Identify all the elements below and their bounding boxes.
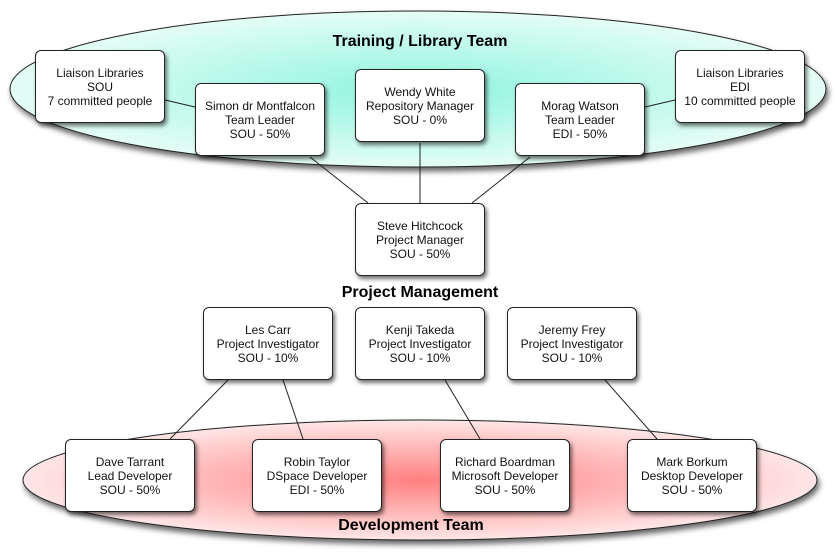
- node-affiliation: SOU - 10%: [237, 350, 299, 365]
- node-affiliation: 7 committed people: [47, 93, 153, 108]
- node-role: Team Leader: [224, 112, 296, 127]
- node-role: Lead Developer: [87, 468, 173, 483]
- node-name: Liaison Libraries: [56, 65, 144, 80]
- project-management-label: Project Management: [341, 284, 499, 301]
- edge-liaison-sou-simon: [164, 99, 196, 108]
- node-name: Dave Tarrant: [95, 454, 165, 469]
- edge-jeremy-mark: [604, 379, 658, 440]
- node-role: Project Manager: [375, 232, 465, 247]
- node-role: Project Investigator: [520, 336, 624, 351]
- node-name: Les Carr: [244, 322, 291, 337]
- node-affiliation: SOU - 50%: [389, 246, 451, 261]
- node-affiliation: SOU - 0%: [392, 112, 447, 127]
- development-team-label: Development Team: [338, 517, 484, 534]
- node-role: Project Investigator: [216, 336, 320, 351]
- node-affiliation: SOU - 10%: [541, 350, 603, 365]
- node-name: Simon dr Montfalcon: [204, 98, 316, 113]
- node-name: Kenji Takeda: [385, 322, 455, 337]
- node-name: Wendy White: [384, 84, 456, 99]
- node-affiliation: SOU - 10%: [389, 350, 451, 365]
- training-team-label: Training / Library Team: [332, 33, 508, 50]
- node-name: Mark Borkum: [656, 454, 728, 469]
- edge-les-dave: [169, 379, 229, 440]
- node-role: Project Investigator: [368, 336, 472, 351]
- node-role: Desktop Developer: [640, 468, 744, 483]
- edge-kenji-richard: [444, 379, 481, 440]
- node-affiliation: SOU - 50%: [661, 482, 723, 497]
- edge-simon-steve: [309, 156, 369, 204]
- node-affiliation: EDI - 50%: [289, 482, 345, 497]
- node-role: DSpace Developer: [266, 468, 368, 483]
- development-team-ellipse: [22, 419, 818, 541]
- node-name: Steve Hitchcock: [376, 218, 464, 233]
- node-role: Team Leader: [544, 112, 616, 127]
- node-name: Jeremy Frey: [538, 322, 606, 337]
- node-affiliation: SOU - 50%: [229, 126, 291, 141]
- node-name: Liaison Libraries: [696, 65, 784, 80]
- node-role: EDI: [729, 79, 750, 94]
- node-affiliation: EDI - 50%: [552, 126, 608, 141]
- node-affiliation: SOU - 50%: [474, 482, 536, 497]
- edge-liaison-edi-morag: [644, 99, 676, 108]
- node-affiliation: 10 committed people: [684, 93, 796, 108]
- node-name: Robin Taylor: [283, 454, 351, 469]
- node-role: Microsoft Developer: [451, 468, 559, 483]
- edge-morag-steve: [471, 156, 531, 204]
- node-affiliation: SOU - 50%: [99, 482, 161, 497]
- edge-les-robin: [282, 379, 304, 440]
- node-role: Repository Manager: [365, 98, 475, 113]
- node-role: SOU: [86, 79, 113, 94]
- node-name: Morag Watson: [541, 98, 619, 113]
- node-name: Richard Boardman: [454, 454, 556, 469]
